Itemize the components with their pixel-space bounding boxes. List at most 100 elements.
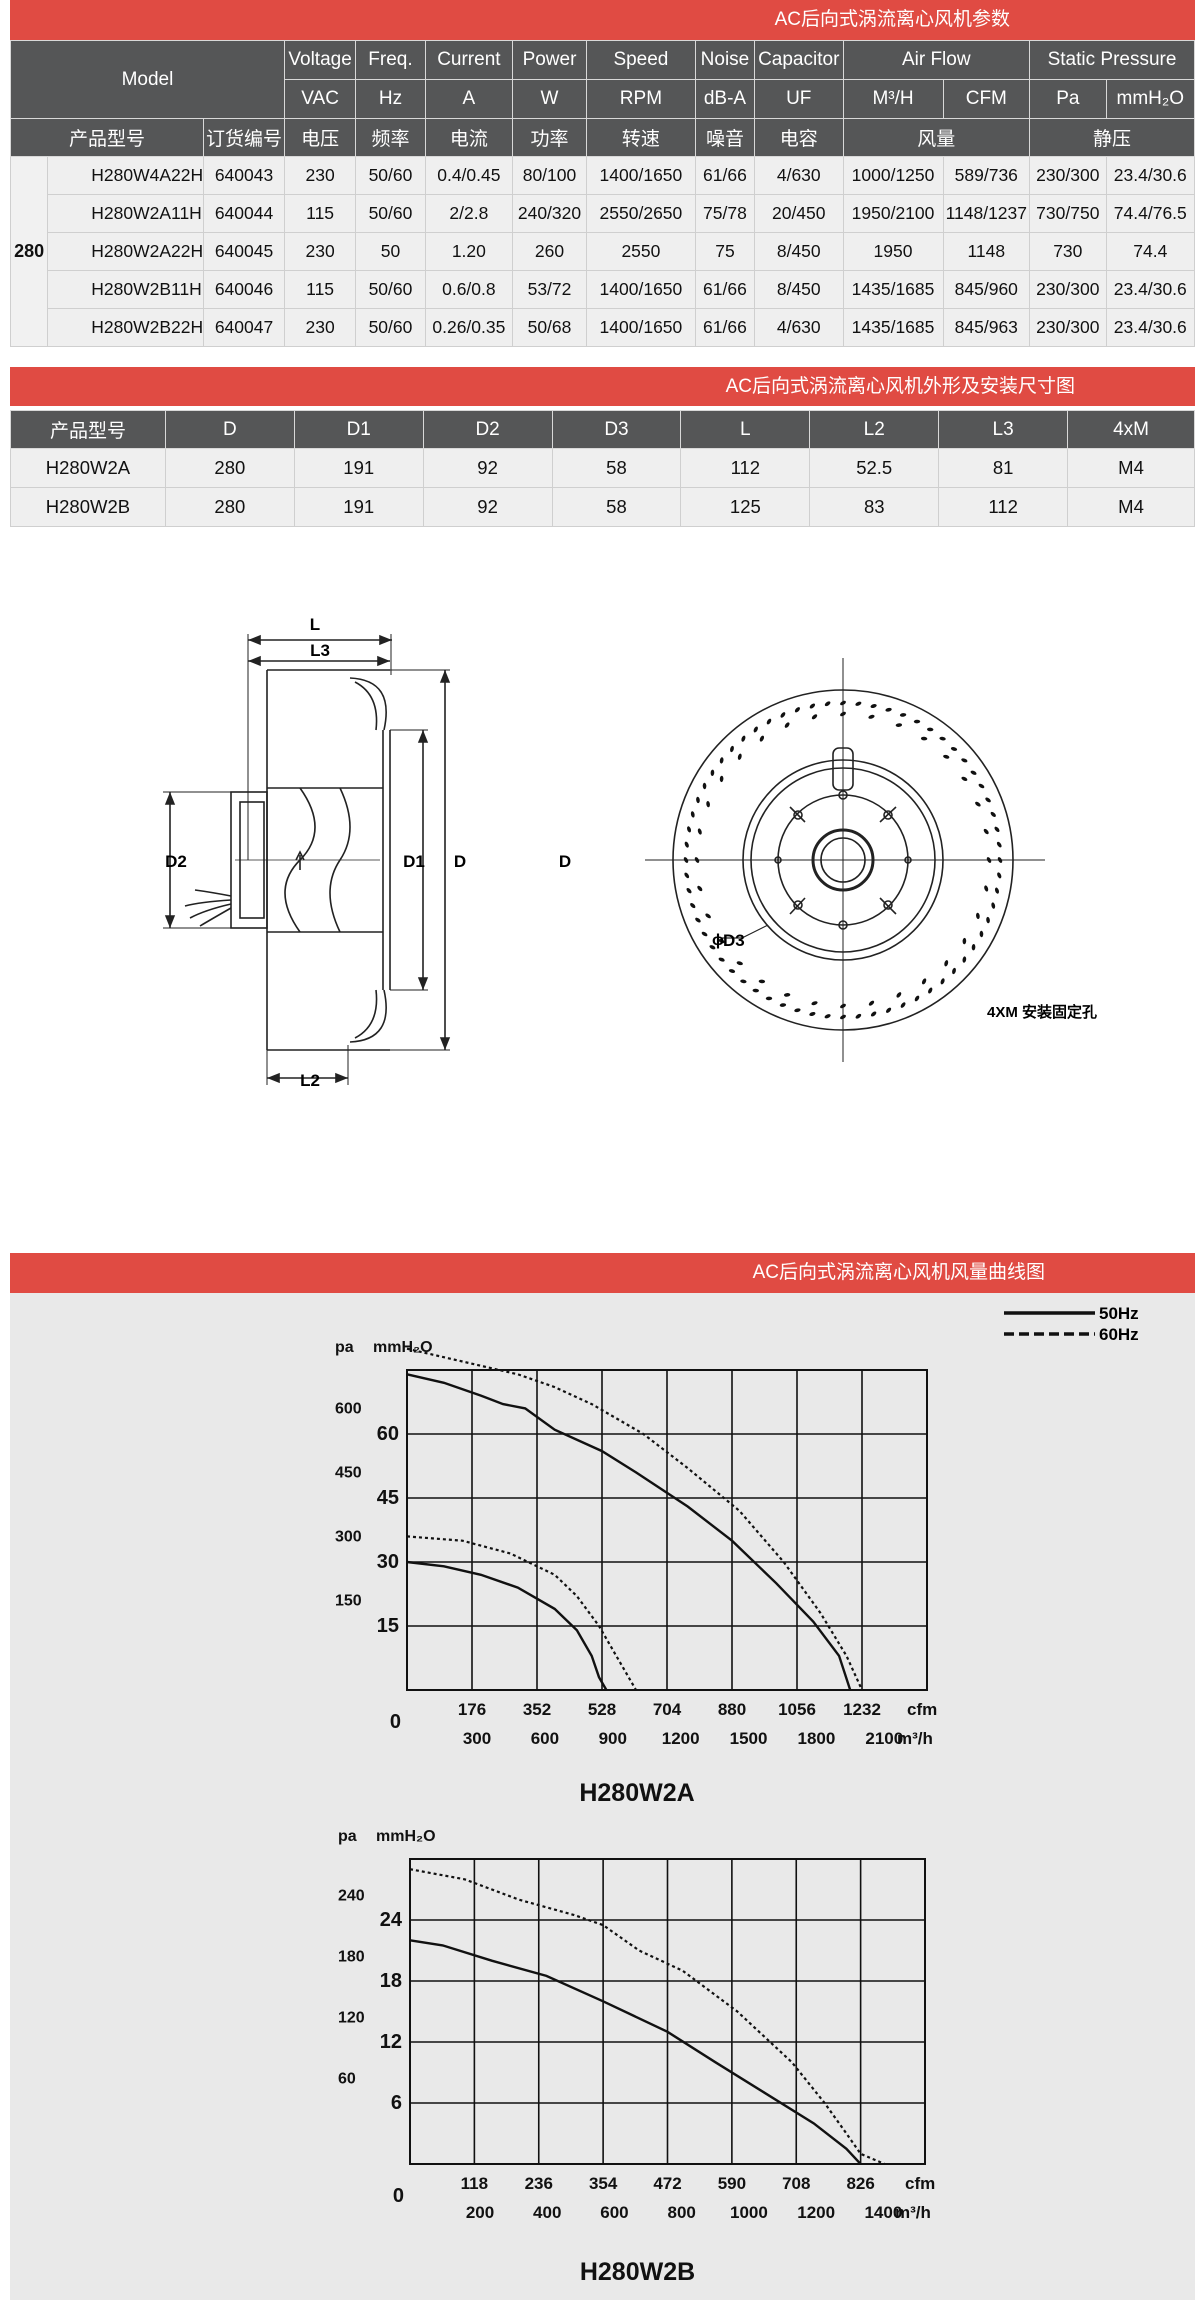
unit-a: A [424,79,514,119]
spec-cell: 1950/2100 [842,194,944,233]
inlet-hole [809,1011,816,1016]
inlet-hole [900,1002,906,1008]
inlet-hole [719,775,724,783]
y-tick-mmh2o: 12 [380,2031,402,2053]
y-tick-pa: 240 [338,1888,365,1905]
label-d-front: D [559,852,571,871]
inlet-hole [710,769,715,776]
header-speed: Speed [585,40,696,80]
header-voltage: Voltage [283,40,357,80]
inlet-hole [766,718,772,725]
cn-header-current: 电流 [424,118,514,157]
inlet-hole [741,735,746,742]
y-tick-pa: 600 [335,1400,362,1417]
legend: 50Hz 60Hz [1004,1304,1139,1344]
y-tick-zero: 0 [390,1711,401,1733]
inlet-hole [811,714,818,720]
inlet-hole [952,967,956,975]
x-tick-m3h: 200 [466,2203,494,2222]
dim-cell: 125 [680,487,811,527]
dim-cell: 92 [422,448,553,488]
phi-icon: ϕ [712,932,724,949]
front-view [645,658,1045,1062]
y-tick-mmh2o: 45 [377,1487,399,1509]
series-3-line [406,1535,637,1691]
dim-cell: 191 [293,448,424,488]
header-static-pressure: Static Pressure [1029,40,1195,80]
unit-mmh2o-label: mmH₂O [376,1828,436,1845]
inlet-hole [886,1007,892,1013]
inlet-hole [944,960,949,967]
inlet-hole [870,704,877,709]
unit-mmh2o: mmH₂O [1105,79,1196,119]
x-tick-m3h: 1200 [662,1729,700,1748]
inlet-hole [927,727,934,732]
inlet-hole [824,701,831,707]
inlet-hole [794,1008,801,1013]
x-tick-m3h: 1200 [797,2203,835,2222]
x-tick-cfm: 1232 [843,1700,881,1719]
unit-m3h: M³/H [842,79,944,119]
cn-header-freq: 频率 [355,118,426,157]
inlet-hole [753,726,758,733]
dim-header: 产品型号 [10,410,166,449]
spec-cell: 115 [283,270,357,309]
spec-cell: 1435/1685 [842,308,944,347]
inlet-hole [868,714,875,719]
model-cell: H280W2A22H [47,232,205,271]
series-label: 280 [9,156,49,347]
x-tick-cfm: 528 [588,1700,616,1719]
inlet-hole [759,735,765,742]
x-tick-cfm: 236 [525,2174,553,2193]
spec-cell: 53/72 [512,270,587,309]
x-tick-cfm: 704 [653,1700,682,1719]
dim-model-cell: H280W2A [10,448,166,488]
inlet-hole [962,956,967,963]
spec-cell: 80/100 [512,156,587,195]
dim-header: 4xM [1067,410,1195,449]
inlet-hole [868,1000,875,1006]
inlet-hole [855,701,862,706]
y-tick-mmh2o: 6 [391,2092,402,2114]
cn-header-airflow: 风量 [842,118,1031,157]
inlet-hole [684,841,689,848]
x-tick-m3h: 2100 [865,1729,903,1748]
spec-cell: 230/300 [1029,156,1107,195]
inlet-hole [811,1001,818,1006]
inlet-hole [991,902,996,909]
spec-cell: 50/60 [355,156,426,195]
cn-header-pressure: 静压 [1029,118,1195,157]
chart-title: H280W2B [580,2258,695,2286]
dim-title-text: AC后向式涡流离心风机外形及安装尺寸图 [725,376,1075,397]
x-tick-cfm: 1056 [778,1700,816,1719]
y-tick-mmh2o: 18 [380,1970,402,1992]
y-tick-pa: 450 [335,1464,362,1481]
header-power: Power [512,40,587,80]
inlet-hole [970,770,977,775]
spec-cell: 2550 [585,232,696,271]
x-tick-cfm: 708 [782,2174,810,2193]
x-tick-m3h: 1400 [864,2203,902,2222]
inlet-hole [979,930,984,938]
inlet-hole [784,722,790,728]
spec-cell: 240/320 [512,194,587,233]
inlet-hole [706,800,710,808]
dim-header: D2 [422,410,553,449]
spec-cell: 75/78 [694,194,756,233]
legend-50hz-label: 50Hz [1099,1304,1139,1323]
spec-table: Model Voltage Freq. Current Power Speed … [9,40,1196,347]
dim-model-cell: H280W2B [10,487,166,527]
unit-uf: UF [754,79,844,119]
x-tick-cfm: 118 [461,2174,488,2193]
header-model: Model [10,40,285,119]
unit-vac: VAC [283,79,357,119]
spec-cell: 640044 [203,194,285,233]
unit-mmh2o-label: mmH₂O [373,1339,433,1356]
spec-cell: 589/736 [942,156,1031,195]
inlet-hole [736,961,743,966]
inlet-hole [697,885,703,892]
inlet-hole [985,797,991,803]
spec-cell: 8/450 [754,270,844,309]
